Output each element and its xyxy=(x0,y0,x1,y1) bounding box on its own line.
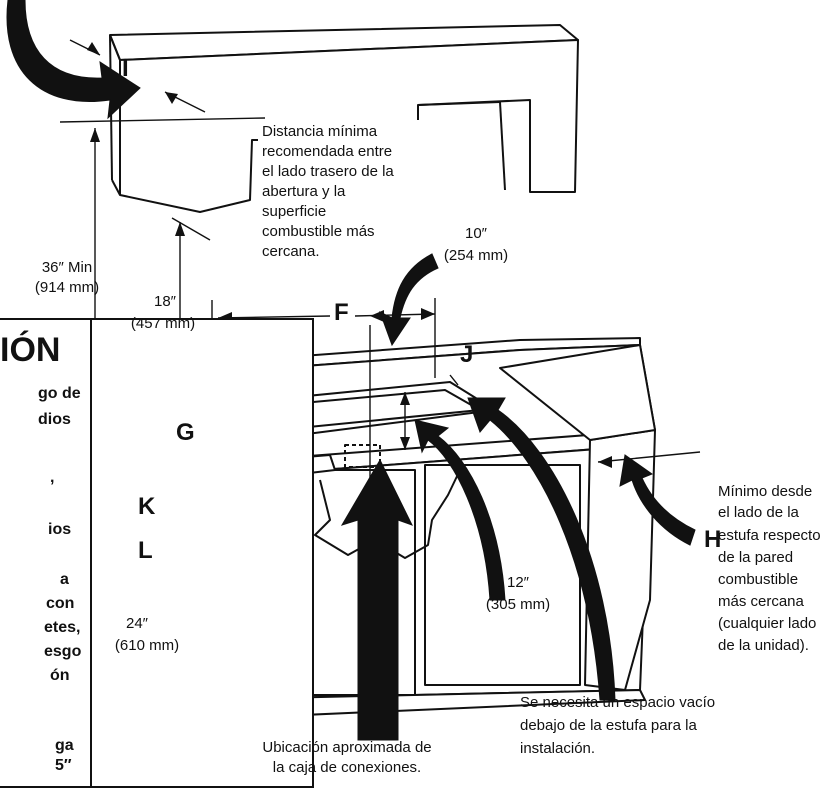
callout-top-line-2: recomendada entre xyxy=(262,143,393,160)
warning-line-4: ios xyxy=(48,521,72,538)
callout-top-line-5: superficie xyxy=(262,203,327,220)
warning-line-9: ón xyxy=(50,667,70,684)
dim-24: 24″ xyxy=(126,615,148,632)
callout-space-line-3: instalación. xyxy=(520,740,596,757)
curved-arrows xyxy=(6,0,696,741)
warning-line-3: , xyxy=(50,469,55,486)
dim-36-mm: (914 mm) xyxy=(34,279,100,296)
arrow-12-icon xyxy=(414,419,506,601)
label-h: H xyxy=(704,526,722,553)
callout-h-line-3: estufa respecto xyxy=(718,527,821,544)
dim-24-mm: (610 mm) xyxy=(114,637,180,654)
callout-top-line-1: Distancia mínima xyxy=(262,123,378,140)
callout-h-line-1: Mínimo desde xyxy=(718,483,813,500)
warning-line-2: dios xyxy=(38,411,71,428)
dim-18-mm: (457 mm) xyxy=(130,315,196,332)
callout-h-line-5: combustible xyxy=(718,571,799,588)
dim-10: 10″ xyxy=(465,225,487,242)
label-k: K xyxy=(138,493,156,520)
arrow-space-icon xyxy=(467,397,616,701)
dim-10-mm: (254 mm) xyxy=(443,247,509,264)
warning-line-10: ga xyxy=(55,737,74,754)
arrow-junction-icon xyxy=(340,458,413,741)
callout-top-line-4: abertura y la xyxy=(262,183,346,200)
callout-space-line-2: debajo de la estufa para la xyxy=(520,717,697,734)
label-i: I xyxy=(122,55,129,82)
warning-line-7: etes, xyxy=(44,619,81,636)
callout-h-line-7: (cualquier lado xyxy=(718,615,817,632)
warning-line-8: esgo xyxy=(44,643,82,660)
callout-h-line-6: más cercana xyxy=(718,593,804,610)
warning-line-6: con xyxy=(46,595,75,612)
warning-title: IÓN xyxy=(0,331,61,369)
warning-box-mask xyxy=(90,318,320,788)
callout-box-line-2: la caja de conexiones. xyxy=(272,759,422,776)
callout-top-line-6: combustible más xyxy=(262,223,375,240)
callout-top-line-7: cercana. xyxy=(262,243,320,260)
label-l: L xyxy=(138,537,153,564)
warning-box-frame xyxy=(0,318,92,788)
label-f: F xyxy=(334,299,349,326)
arrow-10-icon xyxy=(379,253,439,347)
warning-line-5: a xyxy=(60,571,69,588)
callout-box-line-1: Ubicación aproximada de xyxy=(262,739,432,756)
label-j: J xyxy=(460,341,474,368)
callout-h-line-4: de la pared xyxy=(718,549,794,566)
arrow-h-icon xyxy=(619,454,696,546)
dim-12: 12″ xyxy=(507,574,529,591)
callout-top-line-3: el lado trasero de la xyxy=(262,163,394,180)
label-g: G xyxy=(176,419,195,446)
callout-h-line-8: de la unidad). xyxy=(718,637,809,654)
callout-h-line-2: el lado de la xyxy=(718,504,799,521)
warning-line-11: 5″ xyxy=(55,757,72,774)
dim-18: 18″ xyxy=(154,293,176,310)
callout-top-bg xyxy=(258,120,428,210)
callout-space-line-1: Se necesita un espacio vacío xyxy=(520,694,716,711)
dim-12-mm: (305 mm) xyxy=(485,596,551,613)
arrow-i-icon xyxy=(6,0,141,120)
dim-36: 36″ Min xyxy=(41,259,93,276)
warning-line-1: go de xyxy=(38,385,81,402)
